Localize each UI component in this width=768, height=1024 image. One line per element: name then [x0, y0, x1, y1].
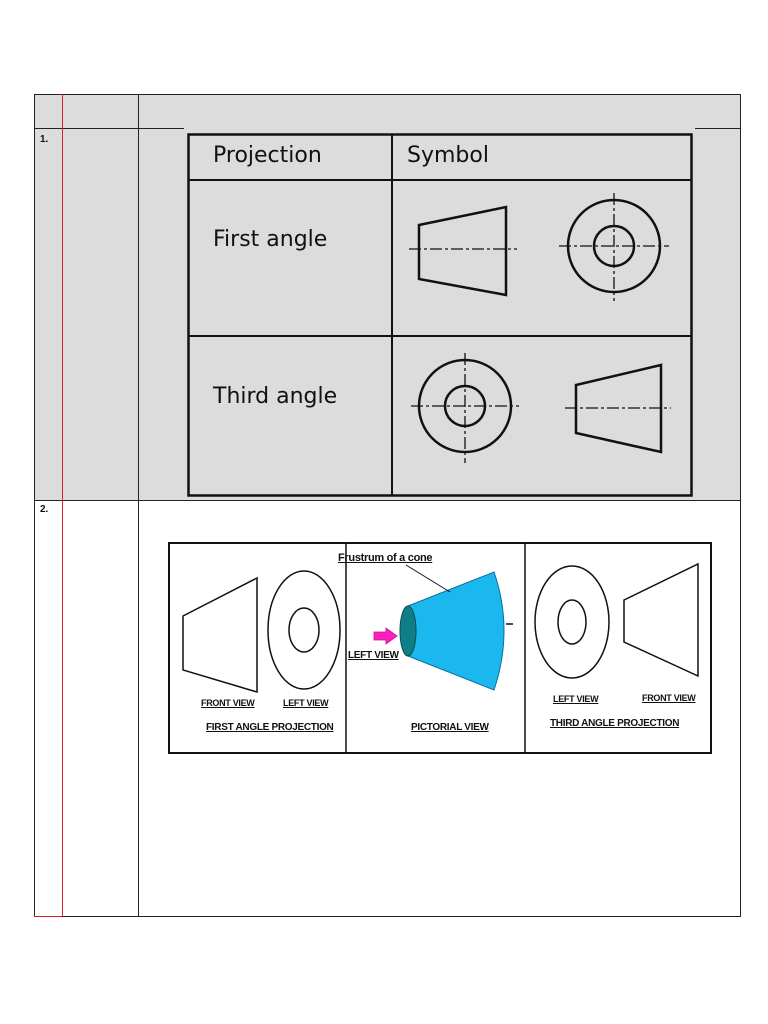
margin-line: [34, 916, 62, 917]
third-left-view-outer-circle: [534, 565, 610, 679]
left-view-outer-circle: [267, 570, 341, 690]
table-border-left: [34, 94, 35, 916]
first-left-view-label: LEFT VIEW: [283, 698, 329, 708]
margin-line: [62, 94, 63, 916]
third-left-view-inner-circle: [557, 599, 587, 645]
front-view-trapezoid: [182, 576, 258, 694]
frustum-cone: [399, 571, 513, 691]
table-border-right: [740, 94, 741, 917]
first-angle-side-view: [559, 193, 669, 301]
left-view-arrow-icon: [373, 627, 398, 645]
row-number: 2.: [40, 504, 49, 515]
label-third-angle: Third angle: [213, 384, 338, 409]
table-border-top: [34, 94, 740, 95]
third-front-view-label: FRONT VIEW: [642, 693, 696, 703]
projection-symbol-table: Projection Symbol First angle Third angl…: [187, 133, 693, 497]
first-angle-caption: FIRST ANGLE PROJECTION: [206, 722, 334, 733]
table-column-divider: [138, 94, 139, 916]
third-left-view-label: LEFT VIEW: [553, 694, 599, 704]
table-row: [34, 128, 740, 500]
left-view-inner-circle: [288, 607, 320, 653]
symbol-drawing: [187, 133, 693, 497]
cone-projection-figure: Frustrum of a cone LEFT VIEW FRONT VIEW …: [168, 542, 712, 754]
third-front-view-trapezoid: [623, 562, 699, 678]
row-number: 1.: [40, 134, 49, 145]
header-symbol: Symbol: [407, 143, 489, 168]
cone-drawing: [168, 542, 712, 754]
frustrum-leader-line: [405, 564, 451, 593]
third-angle-front-view: [565, 363, 671, 454]
first-front-view-label: FRONT VIEW: [201, 698, 255, 708]
table-rule: [34, 128, 184, 129]
third-angle-side-view: [411, 353, 519, 463]
label-first-angle: First angle: [213, 227, 328, 252]
first-angle-front-view: [409, 205, 517, 297]
left-view-arrow-label: LEFT VIEW: [348, 650, 399, 661]
pictorial-caption: PICTORIAL VIEW: [411, 722, 489, 733]
header-projection: Projection: [213, 143, 322, 168]
frustrum-label: Frustrum of a cone: [338, 552, 433, 564]
table-border-bottom: [62, 916, 740, 917]
table-rule: [695, 128, 740, 129]
table-header-row: [34, 94, 740, 128]
third-angle-caption: THIRD ANGLE PROJECTION: [550, 718, 680, 729]
table-rule: [34, 500, 740, 501]
